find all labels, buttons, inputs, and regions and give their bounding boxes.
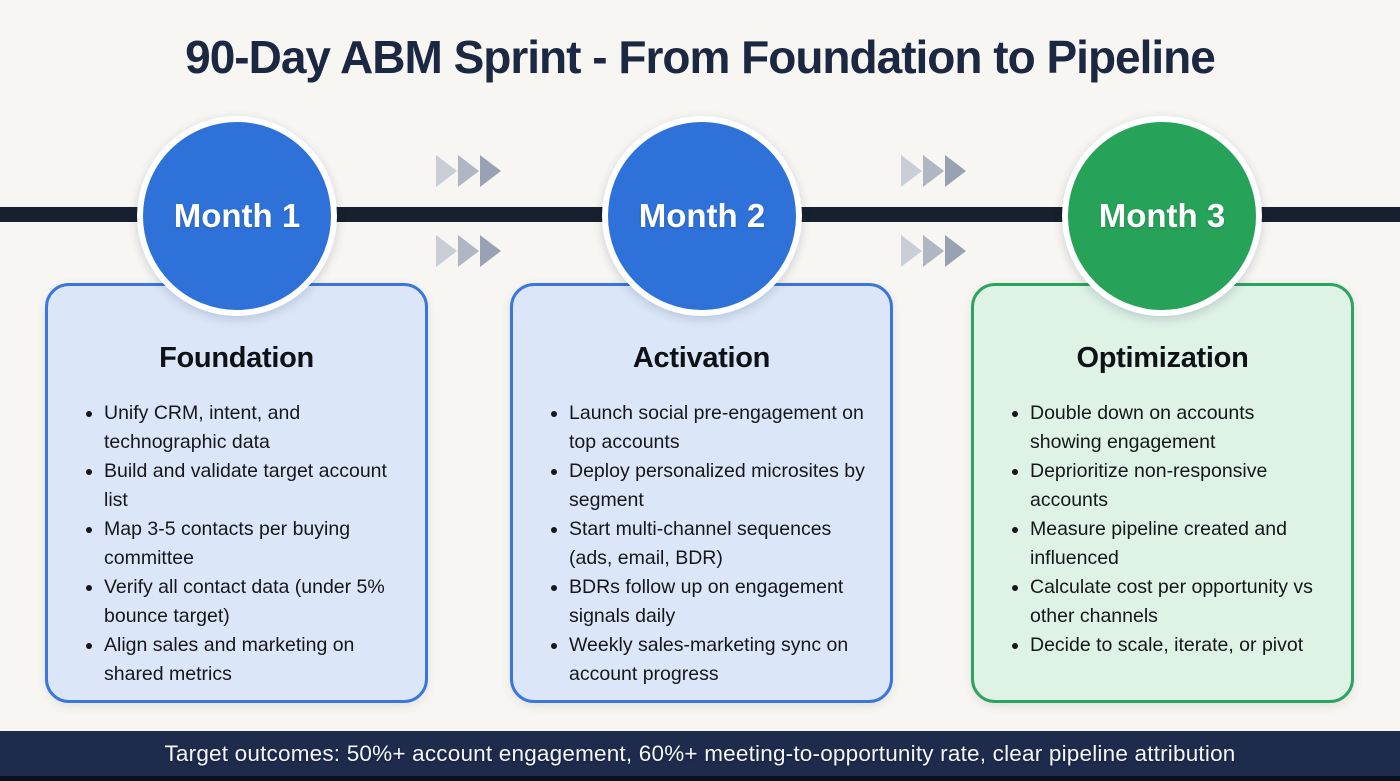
month-1-label: Month 1 [173,197,301,234]
chevron-right-icon [945,155,966,187]
list-item: Map 3-5 contacts per buying committee [104,515,401,573]
card-activation: Activation Launch social pre-engagement … [510,283,893,703]
card-activation-bullet-list: Launch social pre-engagement on top acco… [513,399,890,689]
list-item: BDRs follow up on engagement signals dai… [569,573,866,631]
card-foundation-bullet-list: Unify CRM, intent, and technographic dat… [48,399,425,689]
chevron-group-2-bottom [901,235,967,267]
list-item: Double down on accounts showing engageme… [1030,399,1327,457]
month-3-label: Month 3 [1098,197,1226,234]
chevron-right-icon [945,235,966,267]
list-item: Weekly sales-marketing sync on account p… [569,631,866,689]
chevron-group-1-top [436,155,502,187]
card-optimization-title: Optimization [1076,342,1249,374]
chevron-group-2-top [901,155,967,187]
chevron-right-icon [480,235,501,267]
chevron-right-icon [458,235,479,267]
month-2-label: Month 2 [638,197,766,234]
page-title: 90-Day ABM Sprint - From Foundation to P… [185,31,1216,83]
chevron-group-1-bottom [436,235,502,267]
card-optimization-bullet-list: Double down on accounts showing engageme… [974,399,1351,660]
chevron-right-icon [436,155,457,187]
list-item: Unify CRM, intent, and technographic dat… [104,399,401,457]
card-optimization: Optimization Double down on accounts sho… [971,283,1354,703]
chevron-right-icon [901,235,922,267]
month-2-circle: Month 2 [602,116,802,316]
list-item: Build and validate target account list [104,457,401,515]
chevron-right-icon [436,235,457,267]
card-foundation-title: Foundation [159,342,314,374]
list-item: Launch social pre-engagement on top acco… [569,399,866,457]
list-item: Deprioritize non-responsive accounts [1030,457,1327,515]
list-item: Deploy personalized microsites by segmen… [569,457,866,515]
month-3-circle: Month 3 [1062,116,1262,316]
target-outcomes-bar: Target outcomes: 50%+ account engagement… [0,731,1400,781]
month-1-circle: Month 1 [137,116,337,316]
chevron-right-icon [923,155,944,187]
chevron-right-icon [480,155,501,187]
card-foundation: Foundation Unify CRM, intent, and techno… [45,283,428,703]
list-item: Verify all contact data (under 5% bounce… [104,573,401,631]
chevron-right-icon [923,235,944,267]
chevron-right-icon [458,155,479,187]
list-item: Start multi-channel sequences (ads, emai… [569,515,866,573]
list-item: Align sales and marketing on shared metr… [104,631,401,689]
target-outcomes-text: Target outcomes: 50%+ account engagement… [164,740,1236,766]
list-item: Calculate cost per opportunity vs other … [1030,573,1327,631]
card-activation-title: Activation [632,342,771,374]
chevron-right-icon [901,155,922,187]
list-item: Decide to scale, iterate, or pivot [1030,631,1327,660]
list-item: Measure pipeline created and influenced [1030,515,1327,573]
